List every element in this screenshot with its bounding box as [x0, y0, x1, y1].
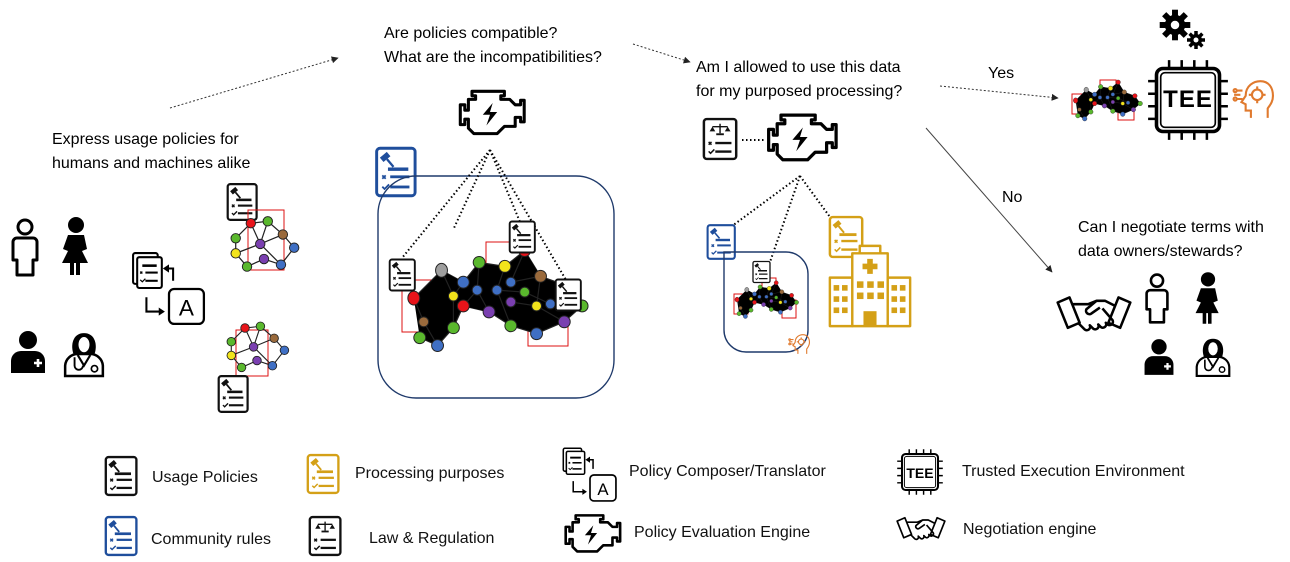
female-doctor-icon — [1195, 337, 1231, 378]
knowledge-graph-small — [733, 277, 799, 319]
legend-usage-policies: Usage Policies — [152, 469, 258, 486]
policy-engine-icon — [458, 89, 526, 136]
legend-composer-icon — [562, 447, 617, 502]
gear-icon — [1187, 31, 1205, 49]
express-label-line2: humans and machines alike — [52, 155, 250, 172]
legend-engine-icon — [564, 514, 622, 553]
community-rules-icon — [706, 224, 736, 260]
legend: Usage Policies Processing purposes Polic… — [104, 447, 1185, 557]
female-user-icon — [1195, 272, 1219, 324]
legend-law-icon — [308, 515, 342, 557]
shared-data-space — [377, 175, 615, 399]
engine-connections — [401, 149, 567, 281]
doctor-icon — [9, 329, 47, 375]
gear-icon — [1159, 9, 1191, 41]
doctor-icon — [1143, 337, 1175, 377]
permission-section: Am I allowed to use this data for my pur… — [696, 59, 912, 355]
negotiate-label-line1: Can I negotiate terms with — [1078, 219, 1264, 236]
legend-processing-purposes: Processing purposes — [355, 465, 504, 482]
usage-policy-icon — [554, 278, 582, 312]
legend-tee: Trusted Execution Environment — [962, 463, 1185, 480]
no-label: No — [1002, 189, 1023, 206]
usage-policy-icon — [752, 260, 771, 284]
compatibility-section: Are policies compatible? What are the in… — [375, 25, 691, 399]
female-user-icon — [62, 217, 88, 275]
legend-tee-chip-label: TEE — [906, 465, 933, 481]
legend-usage-policy-icon — [104, 455, 138, 497]
legend-law-regulation: Law & Regulation — [369, 530, 494, 547]
female-doctor-icon — [63, 331, 105, 378]
usage-policy-icon — [226, 183, 258, 221]
processing-purpose-icon — [828, 215, 864, 259]
tee-label: TEE — [1163, 86, 1213, 113]
ai-agent-icon — [1232, 80, 1274, 119]
legend-negotiation-engine: Negotiation engine — [963, 521, 1097, 538]
legend-handshake-icon — [896, 516, 946, 541]
legend-community-rules-icon — [104, 515, 138, 557]
policy-composer-icon — [131, 251, 206, 326]
negotiate-label-line2: data owners/stewards? — [1078, 243, 1243, 260]
usage-policy-icon — [508, 220, 536, 254]
human-user-icon — [11, 218, 39, 277]
yes-label: Yes — [988, 65, 1014, 82]
usage-policy-icon — [217, 375, 249, 413]
legend-community-rules: Community rules — [151, 531, 271, 548]
human-user-icon — [1145, 273, 1169, 324]
compat-label-line2: What are the incompatibilities? — [384, 49, 602, 66]
knowledge-graph-lower — [226, 321, 290, 377]
compat-label-line1: Are policies compatible? — [384, 25, 558, 42]
allowed-label-line1: Am I allowed to use this data — [696, 59, 901, 76]
legend-policy-engine: Policy Evaluation Engine — [634, 524, 810, 541]
engine-connections — [731, 175, 839, 263]
knowledge-graph-processed — [1071, 79, 1143, 122]
community-rules-icon — [375, 146, 417, 198]
yes-branch: Yes TEE — [939, 9, 1274, 142]
express-label-line1: Express usage policies for — [52, 131, 239, 148]
legend-policy-composer: Policy Composer/Translator — [629, 463, 826, 480]
policy-engine-icon — [767, 113, 838, 162]
knowledge-graph-upper — [230, 209, 300, 272]
knowledge-graph-large — [401, 241, 589, 353]
legend-processing-purpose-icon — [306, 453, 340, 495]
law-regulation-icon — [702, 117, 738, 161]
allowed-label-line2: for my purposed processing? — [696, 83, 902, 100]
handshake-icon — [1056, 296, 1132, 332]
usage-policy-icon — [388, 258, 416, 292]
express-section: Express usage policies for humans and ma… — [9, 56, 339, 413]
no-branch: No Can I negotiate terms with data owner… — [925, 127, 1264, 378]
arrow-express-to-compat — [169, 56, 339, 109]
arrow-compat-to-allowed — [632, 43, 691, 64]
